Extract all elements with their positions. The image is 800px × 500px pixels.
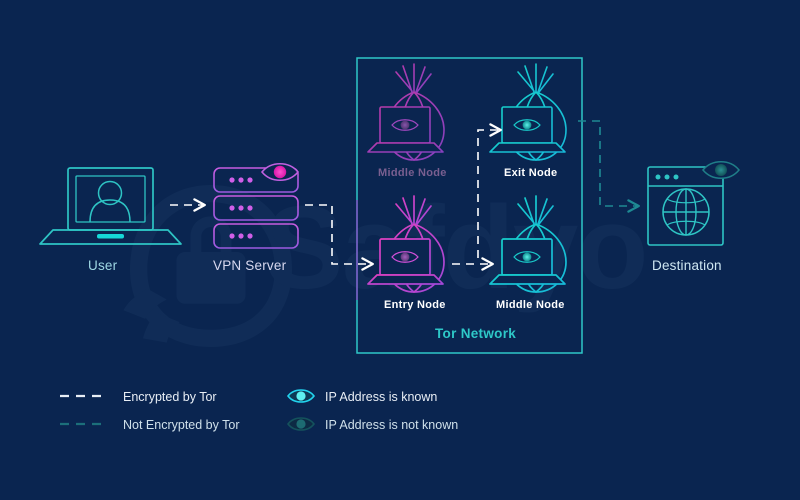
legend-eye-unknown-icon — [286, 417, 316, 431]
destination-browser-icon — [647, 166, 724, 246]
user-laptop-icon — [39, 167, 182, 245]
tor-network-label: Tor Network — [435, 326, 517, 341]
tor-node-exit-icon — [489, 63, 567, 161]
vpn-server-icon — [213, 167, 299, 249]
user-label: User — [88, 258, 118, 273]
node-eye-icon — [513, 119, 541, 131]
destination-label: Destination — [652, 258, 722, 273]
legend-eye-known-icon — [286, 389, 316, 403]
exit-node-label: Exit Node — [504, 167, 558, 179]
vpn-ip-known-eye-icon — [260, 162, 300, 182]
middle-node-bottom-label: Middle Node — [496, 299, 565, 311]
path-middle-to-exit — [477, 123, 502, 258]
tor-node-middle-top-icon — [367, 63, 445, 161]
tor-network-box — [356, 57, 583, 354]
node-eye-icon — [391, 251, 419, 263]
watermark-text: Safdyo — [265, 182, 646, 314]
path-exit-to-destination — [578, 120, 640, 213]
node-eye-icon — [513, 251, 541, 263]
vpn-server-label: VPN Server — [213, 258, 287, 273]
middle-node-top-label: Middle Node — [378, 167, 447, 179]
tor-node-middle-bottom-icon — [489, 195, 567, 293]
path-vpn-to-entry — [305, 204, 374, 271]
tor-node-entry-icon — [367, 195, 445, 293]
entry-node-label: Entry Node — [384, 299, 446, 311]
node-eye-icon — [391, 119, 419, 131]
destination-ip-unknown-eye-icon — [702, 161, 740, 179]
